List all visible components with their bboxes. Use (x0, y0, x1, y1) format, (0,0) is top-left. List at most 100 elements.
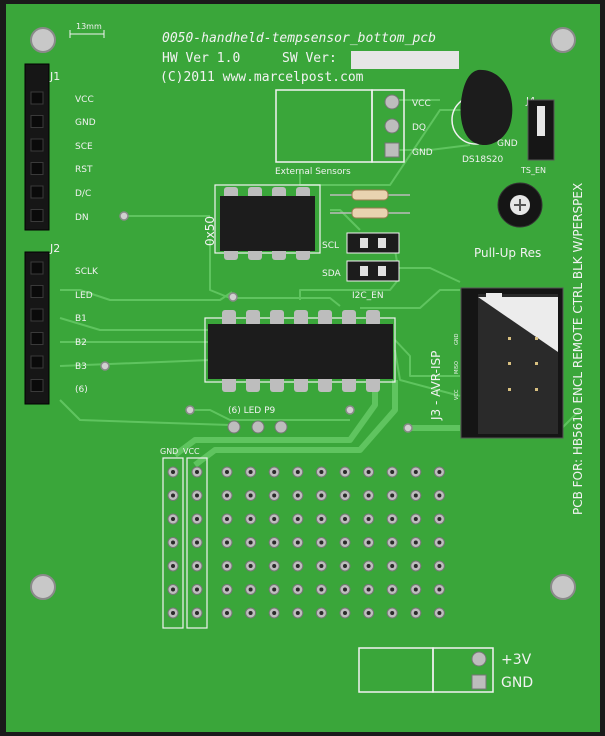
j1-labels: VCC GND SCE RST D/C DN (75, 95, 96, 223)
proto-gnd-label: GND (160, 447, 178, 456)
proto-rail-hole (195, 564, 199, 568)
sw-version-label: SW Ver: (282, 51, 337, 66)
pullup-trimmer-slot (514, 199, 526, 211)
mounting-holes (30, 27, 576, 600)
sda-jumper[interactable] (346, 260, 400, 282)
proto-hole (248, 540, 253, 545)
isp-label: J3 - AVR-ISP (429, 351, 443, 421)
proto-hole (366, 540, 371, 545)
proto-hole (225, 470, 229, 474)
j2-pin-sclk: SCLK (75, 267, 99, 277)
proto-rail-hole (171, 470, 175, 474)
proto-hole (319, 517, 324, 521)
proto-hole (413, 587, 418, 592)
proto-gnd-rail (162, 457, 184, 629)
proto-hole (366, 587, 371, 592)
mounting-hole-top-right (550, 27, 576, 53)
proto-hole (437, 470, 442, 474)
mcu-pin (222, 310, 236, 326)
proto-hole (295, 517, 300, 521)
ds18s20-gnd-label: GND (497, 139, 518, 149)
copyright-label: (C)2011 www.marcelpost.com (160, 70, 364, 85)
proto-hole (413, 564, 418, 568)
scl-label: SCL (322, 241, 339, 251)
proto-hole (390, 564, 395, 568)
pullup-label: Pull-Up Res (474, 246, 541, 260)
j1-pin-gnd: GND (75, 118, 96, 128)
proto-hole (366, 517, 371, 521)
power-pad-gnd (471, 674, 487, 690)
proto-hole (437, 611, 442, 615)
j1-pin-vcc: VCC (75, 95, 94, 105)
mcu-pin (294, 376, 308, 392)
terminal-pad-gnd (384, 142, 400, 158)
mcu-pin (222, 376, 236, 392)
proto-hole (343, 611, 347, 615)
via (228, 292, 238, 302)
scl-jumper[interactable] (346, 232, 400, 254)
proto-hole (413, 540, 418, 545)
title-line: 0050-handheld-tempsensor_bottom_pcb (162, 31, 436, 46)
j4-sublabel: TS_EN (520, 166, 546, 175)
mcu-pin (270, 376, 284, 392)
proto-hole (295, 540, 300, 545)
proto-hole (390, 540, 395, 545)
j1-pin-socket (30, 138, 44, 152)
j4-pin (537, 106, 545, 136)
j2-pin-b1: B1 (75, 314, 87, 324)
led-pad (251, 420, 265, 434)
scl-jumper-pin (378, 238, 386, 248)
resistors (330, 189, 410, 219)
led-pad (227, 420, 241, 434)
sda-jumper-pin (360, 266, 368, 276)
mcu-pin (294, 310, 308, 326)
terminal-label-vcc: VCC (412, 99, 431, 109)
proto-hole (295, 587, 300, 592)
proto-hole (272, 493, 277, 498)
power-terminal-block (432, 647, 494, 693)
led-pad (274, 420, 288, 434)
proto-hole (319, 493, 324, 498)
j1-pin-socket (30, 91, 44, 105)
proto-rail-hole (171, 587, 175, 592)
proto-rail-hole (195, 493, 199, 498)
proto-hole (225, 611, 229, 615)
proto-hole (248, 517, 253, 521)
sda-label: SDA (322, 269, 341, 279)
proto-hole (437, 493, 442, 498)
eeprom-outline (214, 184, 321, 254)
sw-version-field[interactable] (351, 51, 459, 69)
j1-pin-socket (30, 115, 44, 128)
via (119, 211, 129, 221)
proto-hole (343, 540, 347, 545)
mcu-pin (342, 310, 356, 326)
proto-hole (248, 564, 253, 568)
proto-hole (319, 564, 324, 568)
proto-hole (366, 493, 371, 498)
j2-pin-socket (30, 379, 44, 392)
mounting-hole-bottom-right (550, 574, 576, 600)
proto-hole (295, 611, 300, 615)
external-sensors-label: External Sensors (275, 167, 351, 177)
j1-pins (30, 91, 44, 222)
via (403, 423, 413, 433)
proto-rail-hole (171, 564, 175, 568)
proto-rail-hole (171, 517, 175, 521)
j1-pin-dc: D/C (75, 189, 91, 199)
proto-hole (390, 587, 395, 592)
proto-hole (437, 564, 442, 568)
proto-hole (295, 564, 300, 568)
terminal-pad-vcc (384, 94, 400, 110)
proto-hole (366, 611, 371, 615)
proto-rail-hole (171, 540, 175, 545)
mcu-pin (318, 376, 332, 392)
j1-pin-socket (30, 162, 44, 175)
terminal-label-gnd: GND (412, 148, 433, 158)
proto-hole (437, 517, 442, 521)
proto-rail-hole (195, 470, 199, 474)
isp-tab (486, 293, 502, 299)
proto-hole (319, 611, 324, 615)
proto-hole (343, 564, 347, 568)
j1-pin-socket (30, 209, 44, 222)
